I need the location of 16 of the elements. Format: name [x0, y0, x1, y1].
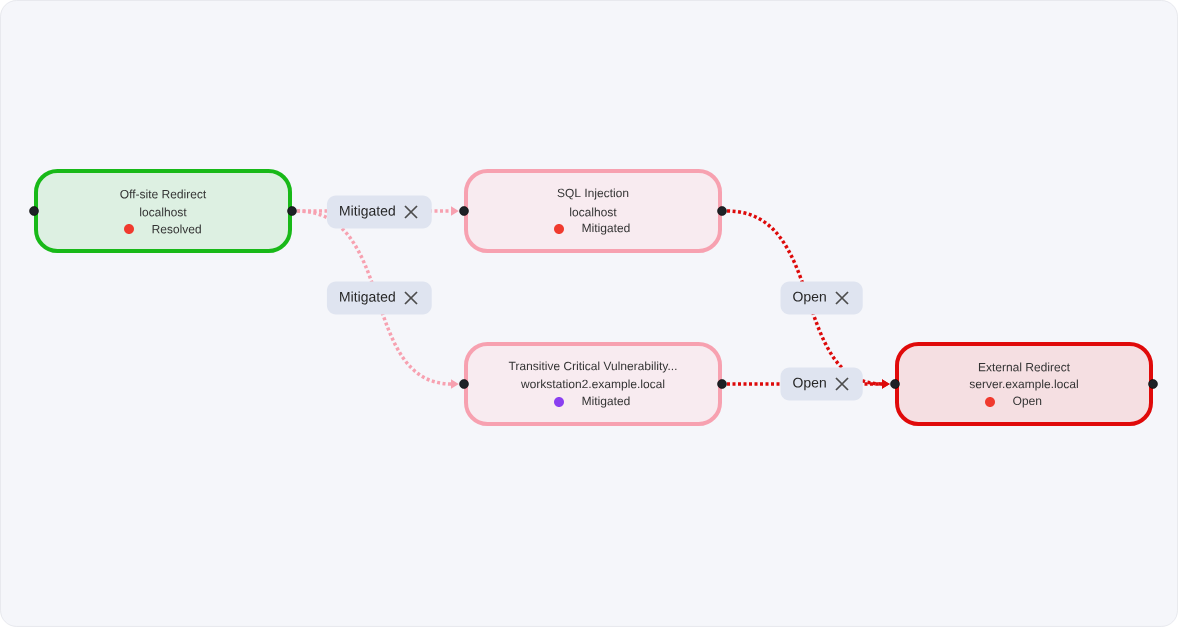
edge-label: Open	[780, 281, 863, 315]
status-text: Mitigated	[582, 396, 630, 408]
node-text: workstation2.example.local	[520, 379, 665, 391]
node-text: Transitive Critical Vulnerability...	[508, 361, 677, 373]
node-text: External Redirect	[978, 362, 1070, 372]
edge-label: Open	[780, 367, 863, 401]
edge-label: Mitigated	[326, 281, 432, 315]
node-text: server.example.local	[969, 379, 1078, 391]
node-text: Off-site Redirect	[120, 189, 207, 199]
status-text: Resolved	[152, 224, 201, 234]
node-text: SQL Injection	[557, 188, 629, 200]
node-text: localhost	[570, 207, 617, 217]
status-text: Open	[1013, 396, 1042, 408]
edge-label: Mitigated	[326, 195, 432, 229]
status-text: Mitigated	[582, 223, 630, 235]
node-text: localhost	[140, 207, 187, 217]
